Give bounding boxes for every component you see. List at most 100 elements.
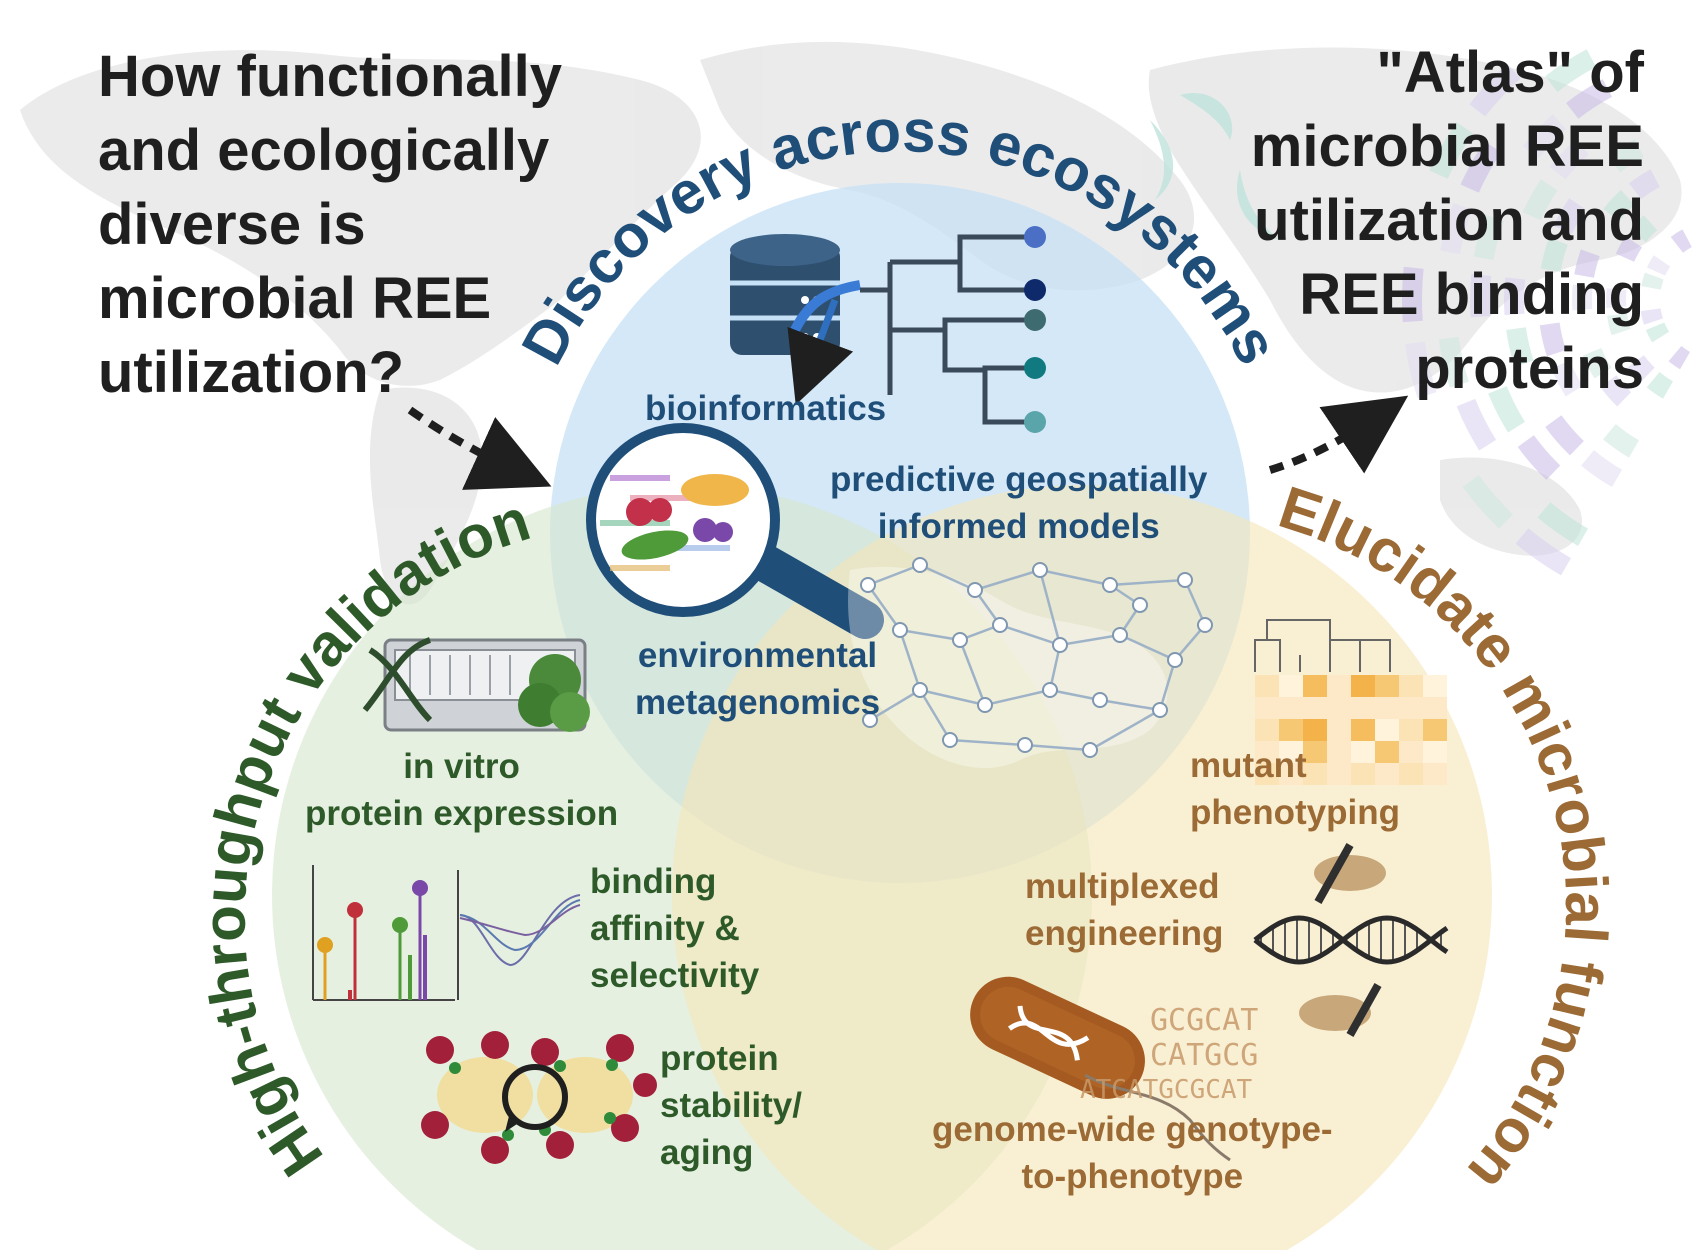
network-edge xyxy=(1183,579,1207,626)
heatmap-cell xyxy=(1351,741,1375,763)
label-bioinformatics: bioinformatics xyxy=(645,389,887,428)
heatmap-cell xyxy=(1375,741,1399,763)
fan-segment xyxy=(1603,423,1640,458)
network-edge xyxy=(1024,743,1091,752)
network-node xyxy=(1042,682,1058,698)
network-node xyxy=(1197,617,1213,633)
fan-segment xyxy=(1607,139,1645,173)
network-edge xyxy=(898,629,922,691)
network-node xyxy=(967,582,983,598)
heatmap-cell xyxy=(1255,763,1279,785)
heatmap-cell xyxy=(1351,763,1375,785)
network-edge xyxy=(1038,569,1062,646)
fan-segment xyxy=(1473,214,1504,261)
network-node xyxy=(1152,702,1168,718)
network-node xyxy=(860,577,876,593)
network-edge xyxy=(958,639,987,706)
question-text: How functionally and ecologically divers… xyxy=(98,40,658,410)
network-edge xyxy=(1039,568,1111,587)
dotted-arrow-out xyxy=(1268,395,1409,474)
network-edge xyxy=(867,563,921,587)
fan-segment xyxy=(1549,139,1589,180)
fan-segment xyxy=(1566,79,1613,119)
question-line: utilization? xyxy=(98,340,405,405)
heatmap-cell xyxy=(1303,741,1327,763)
network-edge xyxy=(1049,688,1101,702)
phylogenetic-tree-icon xyxy=(860,234,1035,425)
heatmap-cell xyxy=(1279,697,1303,719)
fan-segment xyxy=(1628,169,1661,200)
fan-segment xyxy=(1545,415,1584,456)
fan-segment xyxy=(1607,312,1631,336)
question-line: and ecologically xyxy=(98,118,550,183)
heatmap-cell xyxy=(1351,719,1375,741)
fan-segment xyxy=(1469,63,1521,117)
fan-segment xyxy=(1600,375,1632,407)
fan-segment xyxy=(1517,435,1561,480)
fan-segment xyxy=(1405,341,1437,399)
label-environmental-metagenomics: environmental metagenomics xyxy=(635,636,881,722)
fan-segment xyxy=(1540,237,1568,273)
svg-text:CATGCG: CATGCG xyxy=(1150,1038,1258,1073)
fan-segment xyxy=(1668,345,1691,370)
geospatial-network-icon xyxy=(848,557,1213,769)
magnifier-icon xyxy=(586,423,884,639)
network-node xyxy=(862,712,878,728)
dna-search-icon xyxy=(787,280,861,405)
fan-segment xyxy=(1572,284,1593,311)
fan-segment xyxy=(1523,114,1567,159)
heatmap-cell xyxy=(1399,741,1423,763)
dna-strand xyxy=(1084,1073,1231,1162)
heatmap-cell xyxy=(1399,675,1423,697)
network-node xyxy=(1167,652,1183,668)
fan-segment xyxy=(1641,272,1664,290)
heatmap-cell xyxy=(1423,719,1447,741)
heatmap-cell xyxy=(1279,763,1303,785)
network-edge xyxy=(1158,659,1177,711)
label-predictive-models: predictive geospatially informed models xyxy=(830,460,1208,546)
atlas-line: REE binding xyxy=(1299,262,1644,327)
heatmap-cell xyxy=(1399,697,1423,719)
label-genome-wide: genome-wide genotype- to-phenotype xyxy=(932,1110,1333,1196)
network-edge xyxy=(984,688,1051,707)
heatmap-icon xyxy=(1254,619,1447,785)
heatmap-cell xyxy=(1423,763,1447,785)
tree-leaf xyxy=(1024,309,1046,331)
network-edge xyxy=(1089,708,1161,752)
heatmap-cell xyxy=(1255,741,1279,763)
fan-segment xyxy=(1470,273,1492,318)
heatmap-cell xyxy=(1255,719,1279,741)
question-line: microbial REE xyxy=(98,266,492,331)
network-edge xyxy=(919,688,986,707)
heatmap-cell xyxy=(1279,719,1303,741)
fan-segment xyxy=(1615,236,1643,262)
network-edge xyxy=(919,563,976,592)
fan-segment xyxy=(1640,308,1664,325)
fan-segment xyxy=(1646,255,1671,276)
editing-hand-icon xyxy=(1299,843,1386,1037)
fan-segment xyxy=(1581,450,1623,488)
sequence-text: GCGCAT CATGCG ATCATGCGCAT xyxy=(1080,1003,1258,1105)
heatmap-cell xyxy=(1423,697,1447,719)
fan-segment xyxy=(1506,327,1534,367)
network-node xyxy=(942,732,958,748)
dna-helix-icon xyxy=(1253,915,1449,965)
heatmap-cell xyxy=(1399,719,1423,741)
atlas-line: "Atlas" of xyxy=(1376,40,1644,105)
heatmap-cell xyxy=(1303,675,1327,697)
heatmap-cell xyxy=(1255,675,1279,697)
fan-segment xyxy=(1429,122,1474,179)
heatmap-cell xyxy=(1423,675,1447,697)
heatmap-cell xyxy=(1327,719,1351,741)
fan-segment xyxy=(1539,322,1566,357)
svg-text:GCGCAT: GCGCAT xyxy=(1150,1003,1258,1038)
heatmap-cell xyxy=(1375,675,1399,697)
network-node xyxy=(1102,577,1118,593)
fan-segment xyxy=(1551,360,1583,397)
fan-segment xyxy=(1438,336,1469,388)
atlas-line: microbial REE xyxy=(1250,114,1644,179)
decorative-crescents xyxy=(1150,93,1280,240)
tree-leaf xyxy=(1024,357,1046,379)
network-node xyxy=(1052,637,1068,653)
